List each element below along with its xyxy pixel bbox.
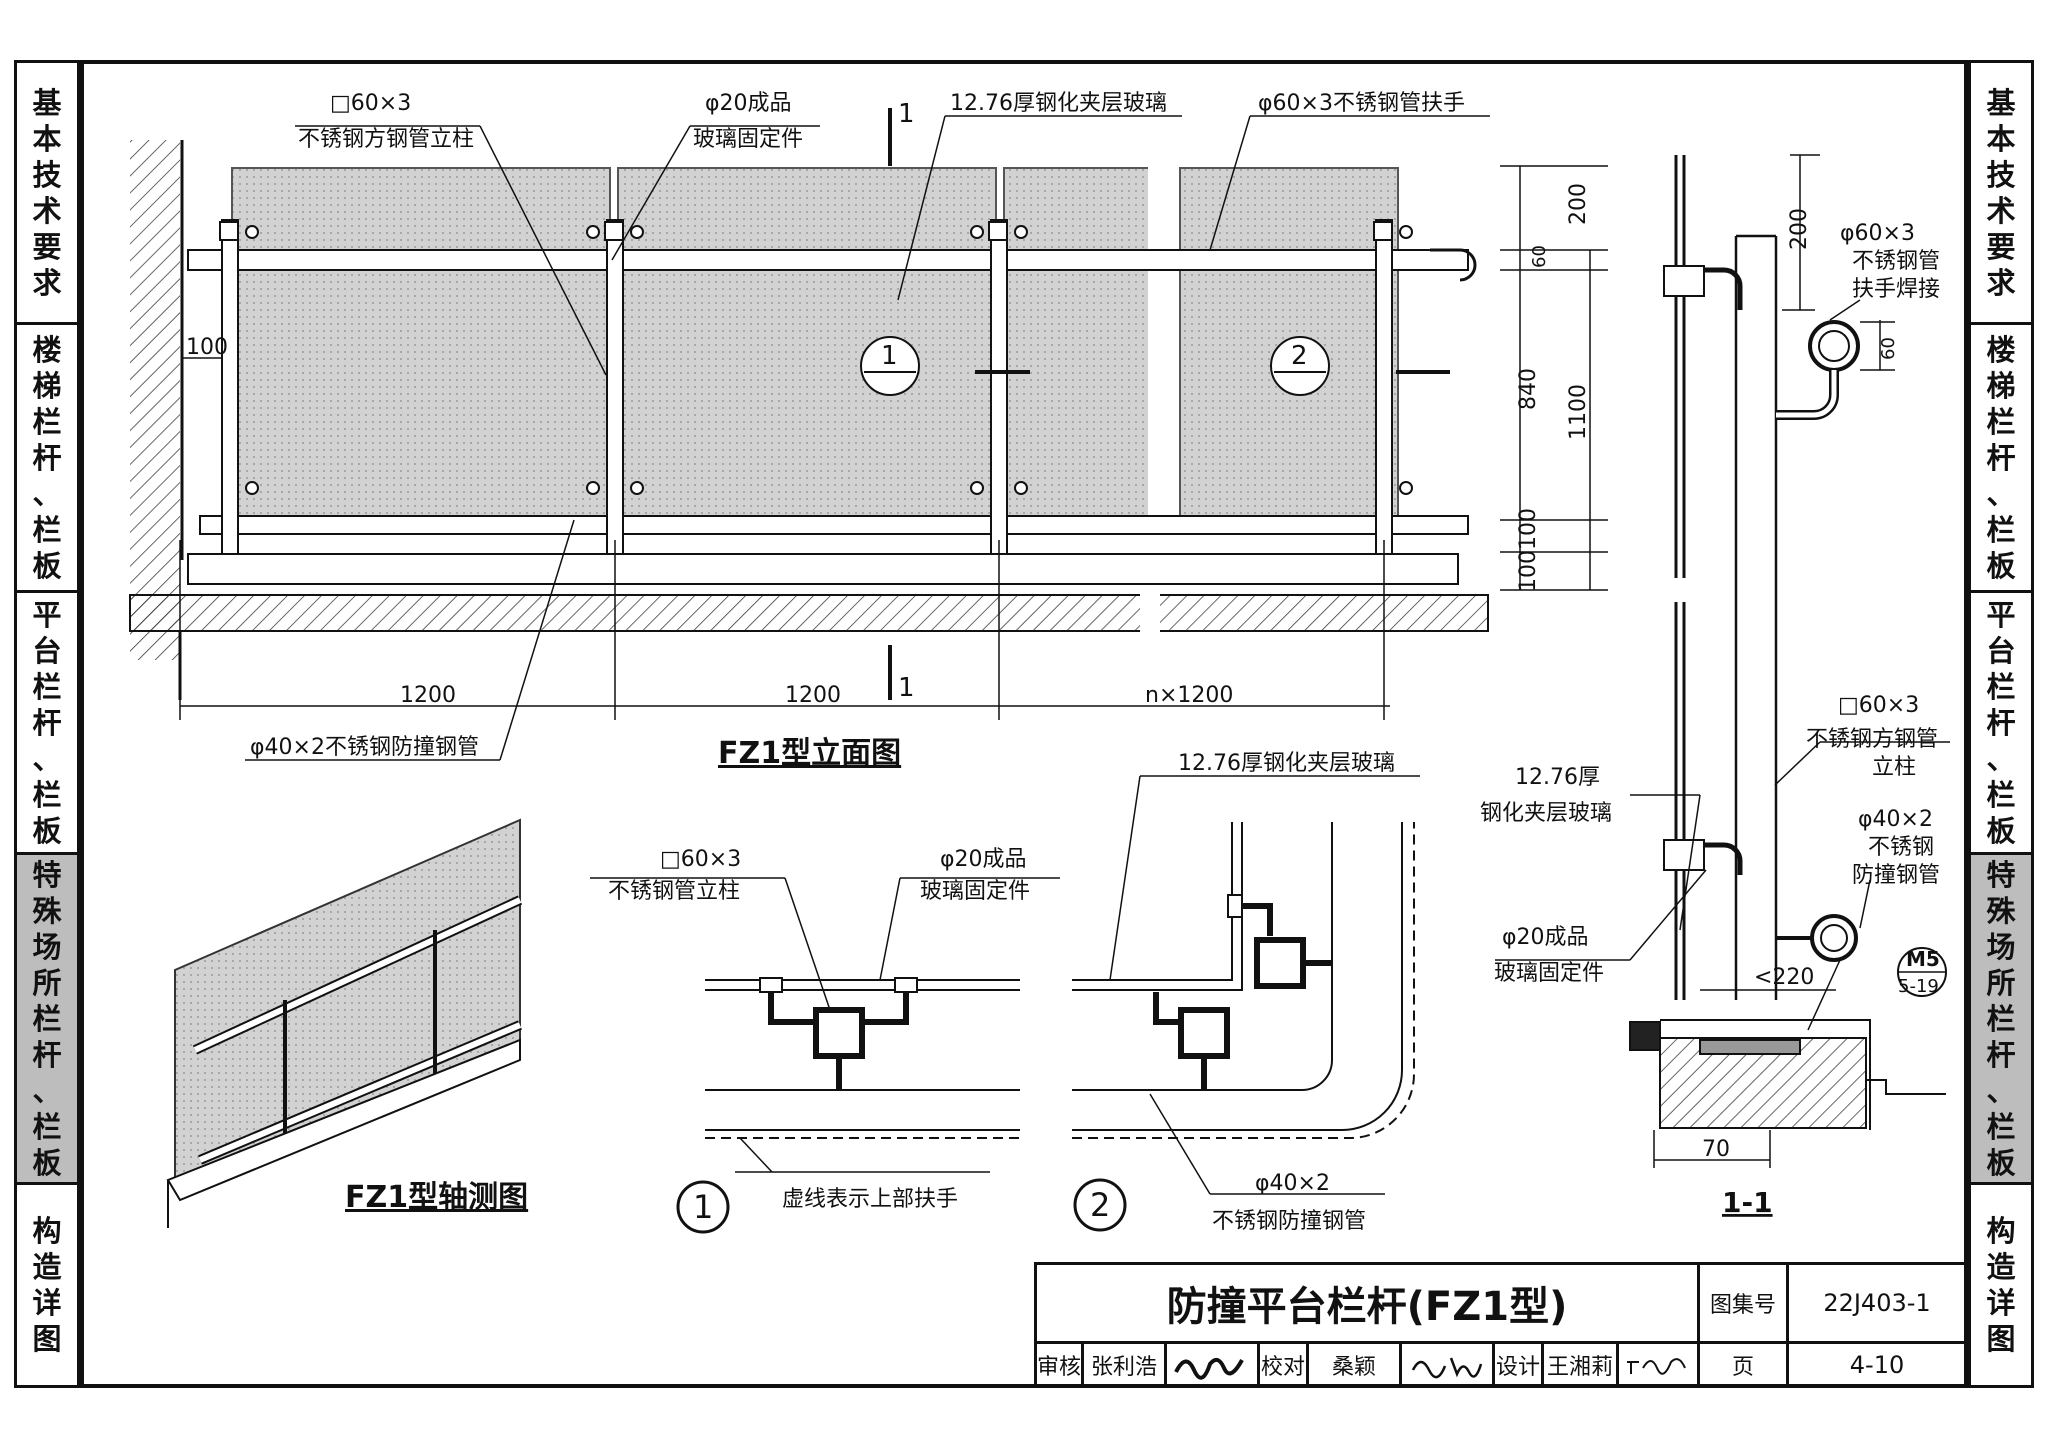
d1-label-clip: φ20成品 xyxy=(940,847,1027,872)
s-label-handrail-2: 不锈钢管 xyxy=(1852,249,1940,274)
axonometric-view xyxy=(166,818,523,1228)
tab-label: 构造详图 xyxy=(1986,1214,2016,1356)
tab-label: 基本技术要求 xyxy=(32,85,62,300)
tab-basic-requirements[interactable]: 基本技术要求 xyxy=(1971,63,2031,325)
s-label-bumper-2: 不锈钢 xyxy=(1868,835,1934,860)
elevation-view xyxy=(129,108,1608,761)
left-sidebar: 基本技术要求 楼梯栏杆、栏板 平台栏杆、栏板 特殊场所栏杆、栏板 构造详图 xyxy=(14,60,80,1388)
s-label-post-3: 立柱 xyxy=(1872,755,1916,780)
s-ref-bottom: 5-19 xyxy=(1898,976,1939,997)
dim-100b: 100 xyxy=(1516,508,1541,550)
s-label-glass-2: 钢化夹层玻璃 xyxy=(1480,801,1612,826)
check-name: 桑颖 xyxy=(1306,1341,1402,1388)
page-number: 4-10 xyxy=(1786,1341,1968,1388)
tab-label: 特殊场所栏杆、栏板 xyxy=(1986,857,2016,1180)
dim-60: 60 xyxy=(1529,245,1550,268)
drawing-frame xyxy=(80,60,1968,1388)
dim-100: 100 xyxy=(186,335,228,360)
d2-label-bumper: φ40×2 xyxy=(1255,1171,1330,1196)
s-dim-200: 200 xyxy=(1787,208,1812,250)
s-dim-60: 60 xyxy=(1878,337,1899,360)
dim-1100: 1100 xyxy=(1566,384,1591,440)
page-label: 页 xyxy=(1697,1341,1789,1388)
tab-label: 楼梯栏杆、栏板 xyxy=(1986,332,2016,583)
label-handrail: φ60×3不锈钢管扶手 xyxy=(1258,91,1465,116)
dim-200: 200 xyxy=(1566,183,1591,225)
s-dim-70: 70 xyxy=(1702,1137,1730,1162)
d2-label-glass: 12.76厚钢化夹层玻璃 xyxy=(1178,751,1395,776)
dim-span-2: 1200 xyxy=(785,683,841,708)
tab-label: 平台栏杆、栏板 xyxy=(1986,597,2016,848)
tab-platform-railings[interactable]: 平台栏杆、栏板 xyxy=(17,593,77,855)
atlas-number: 22J403-1 xyxy=(1786,1262,1968,1344)
tab-special-railings[interactable]: 特殊场所栏杆、栏板 xyxy=(1971,855,2031,1185)
detail-ref-2: 2 xyxy=(1291,341,1308,371)
tab-basic-requirements[interactable]: 基本技术要求 xyxy=(17,63,77,325)
s-label-bumper-3: 防撞钢管 xyxy=(1852,863,1940,888)
tab-stair-railings[interactable]: 楼梯栏杆、栏板 xyxy=(17,325,77,593)
tab-platform-railings[interactable]: 平台栏杆、栏板 xyxy=(1971,593,2031,855)
check-label: 校对 xyxy=(1257,1341,1309,1388)
label-post: □60×3 xyxy=(330,91,411,116)
tab-special-railings[interactable]: 特殊场所栏杆、栏板 xyxy=(17,855,77,1185)
section-mark-bottom: 1 xyxy=(898,673,915,703)
s-label-bumper: φ40×2 xyxy=(1858,807,1933,832)
s-label-clip-2: 玻璃固定件 xyxy=(1494,961,1604,986)
design-name: 王湘莉 xyxy=(1541,1341,1619,1388)
right-sidebar: 基本技术要求 楼梯栏杆、栏板 平台栏杆、栏板 特殊场所栏杆、栏板 构造详图 xyxy=(1968,60,2034,1388)
check-signature xyxy=(1399,1341,1495,1388)
dim-840: 840 xyxy=(1516,368,1541,410)
d1-label-post-2: 不锈钢管立柱 xyxy=(608,879,740,904)
d2-circle-number: 2 xyxy=(1090,1186,1110,1224)
dim-span-3: n×1200 xyxy=(1145,683,1233,708)
section-title: 1-1 xyxy=(1722,1186,1773,1219)
tab-label: 特殊场所栏杆、栏板 xyxy=(32,857,62,1180)
drawing-title: 防撞平台栏杆(FZ1型) xyxy=(1034,1262,1700,1344)
d1-circle-number: 1 xyxy=(693,1188,713,1226)
s-label-clip: φ20成品 xyxy=(1502,925,1589,950)
section-mark-top: 1 xyxy=(898,99,915,129)
s-dim-220: <220 xyxy=(1754,965,1814,990)
tab-stair-railings[interactable]: 楼梯栏杆、栏板 xyxy=(1971,325,2031,593)
dim-span-1: 1200 xyxy=(400,683,456,708)
detail-2-view xyxy=(1072,775,1420,1232)
s-label-handrail: φ60×3 xyxy=(1840,221,1915,246)
s-label-post: □60×3 xyxy=(1838,693,1919,718)
d2-label-bumper-2: 不锈钢防撞钢管 xyxy=(1212,1209,1366,1234)
dim-100c: 100 xyxy=(1516,550,1541,592)
label-clip-2: 玻璃固定件 xyxy=(693,127,803,152)
tab-label: 平台栏杆、栏板 xyxy=(32,597,62,848)
axonometric-title: FZ1型轴测图 xyxy=(345,1180,528,1215)
design-label: 设计 xyxy=(1492,1341,1544,1388)
tab-construction-details[interactable]: 构造详图 xyxy=(1971,1185,2031,1385)
title-block: 防撞平台栏杆(FZ1型) 图集号 22J403-1 审核 张利浩 校对 桑颖 设… xyxy=(1034,1262,1968,1388)
d1-label-clip-2: 玻璃固定件 xyxy=(920,879,1030,904)
tab-label: 构造详图 xyxy=(32,1214,62,1356)
review-signature xyxy=(1164,1341,1260,1388)
s-ref-top: M5 xyxy=(1906,947,1940,971)
atlas-label: 图集号 xyxy=(1697,1262,1789,1344)
detail-1-view xyxy=(590,877,1060,1234)
label-post-2: 不锈钢方钢管立柱 xyxy=(298,127,474,152)
s-label-glass: 12.76厚 xyxy=(1515,765,1600,790)
s-label-post-2: 不锈钢方钢管 xyxy=(1806,727,1938,752)
tab-label: 楼梯栏杆、栏板 xyxy=(32,332,62,583)
review-label: 审核 xyxy=(1034,1341,1084,1388)
design-signature xyxy=(1616,1341,1700,1388)
elevation-title: FZ1型立面图 xyxy=(718,736,901,771)
tab-construction-details[interactable]: 构造详图 xyxy=(17,1185,77,1385)
label-clip: φ20成品 xyxy=(705,91,792,116)
d1-label-dash: 虚线表示上部扶手 xyxy=(782,1187,958,1212)
label-glass: 12.76厚钢化夹层玻璃 xyxy=(950,91,1167,116)
detail-ref-1: 1 xyxy=(881,341,898,371)
label-bumper: φ40×2不锈钢防撞钢管 xyxy=(250,735,479,760)
tab-label: 基本技术要求 xyxy=(1986,85,2016,300)
d1-label-post: □60×3 xyxy=(660,847,741,872)
section-1-1-view xyxy=(1495,154,1950,1168)
s-label-handrail-3: 扶手焊接 xyxy=(1852,277,1940,302)
review-name: 张利浩 xyxy=(1081,1341,1167,1388)
